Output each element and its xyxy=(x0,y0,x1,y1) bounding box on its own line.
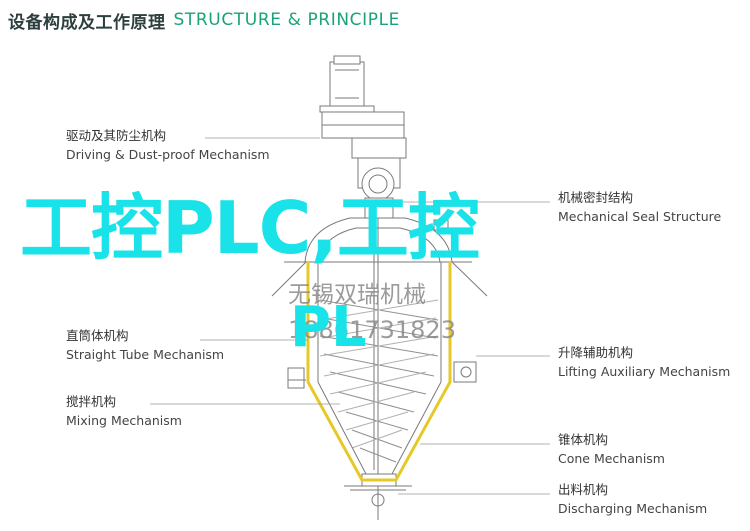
label-lift-en: Lifting Auxiliary Mechanism xyxy=(558,363,731,379)
label-tube-cn: 直筒体机构 xyxy=(66,328,129,343)
label-mix: 搅拌机构 Mixing Mechanism xyxy=(66,394,182,428)
label-drive-cn: 驱动及其防尘机构 xyxy=(66,128,167,143)
page-title: 设备构成及工作原理 STRUCTURE & PRINCIPLE xyxy=(8,6,400,34)
label-lift: 升降辅助机构 Lifting Auxiliary Mechanism xyxy=(558,345,731,379)
label-drive-en: Driving & Dust-proof Mechanism xyxy=(66,146,270,162)
label-drive: 驱动及其防尘机构 Driving & Dust-proof Mechanism xyxy=(66,128,270,162)
label-discharge-cn: 出料机构 xyxy=(558,482,609,497)
motor-body xyxy=(329,61,365,107)
label-cone-cn: 锥体机构 xyxy=(558,432,609,447)
label-cone: 锥体机构 Cone Mechanism xyxy=(558,432,665,466)
label-lift-cn: 升降辅助机构 xyxy=(558,345,634,360)
title-english: STRUCTURE & PRINCIPLE xyxy=(173,10,400,30)
label-seal-cn: 机械密封结构 xyxy=(558,190,634,205)
lifting-lug-left xyxy=(287,367,305,389)
label-discharge: 出料机构 Discharging Mechanism xyxy=(558,482,708,516)
label-discharge-en: Discharging Mechanism xyxy=(558,500,708,516)
motor-fan-cover xyxy=(333,55,361,65)
title-chinese: 设备构成及工作原理 xyxy=(8,12,166,33)
vessel-wall xyxy=(306,262,452,482)
watermark-company: 无锡双瑞机械 xyxy=(288,282,426,308)
watermark-line1: 工控PLC,工控 xyxy=(20,186,480,270)
watermark-phone: 18861731823 xyxy=(288,316,456,344)
label-mix-cn: 搅拌机构 xyxy=(66,394,117,409)
label-seal-en: Mechanical Seal Structure xyxy=(558,208,722,224)
label-mix-en: Mixing Mechanism xyxy=(66,412,182,428)
label-tube: 直筒体机构 Straight Tube Mechanism xyxy=(66,328,225,362)
watermark-line2: PL xyxy=(290,295,367,360)
label-tube-en: Straight Tube Mechanism xyxy=(66,346,225,362)
reducer-flange xyxy=(319,105,375,113)
lifting-lug-right xyxy=(453,361,477,383)
coupling-bracket xyxy=(351,137,407,159)
label-cone-en: Cone Mechanism xyxy=(558,450,665,466)
label-seal: 机械密封结构 Mechanical Seal Structure xyxy=(558,190,722,224)
